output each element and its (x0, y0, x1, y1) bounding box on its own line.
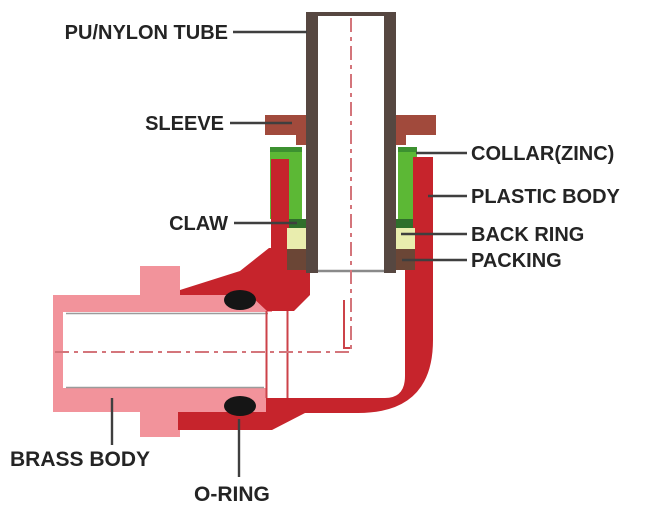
o-ring-bottom (224, 396, 256, 416)
inner-stack (287, 219, 415, 270)
brass-hex-step-bottom (140, 411, 180, 437)
plastic-body-elbow (178, 157, 433, 430)
claw-right (396, 219, 413, 228)
brass-top-wall (53, 295, 272, 312)
leader-lines (110, 30, 467, 477)
packing-left (287, 249, 307, 270)
label-sleeve: SLEEVE (145, 113, 224, 135)
back-ring-right (395, 228, 415, 249)
collar-right (398, 147, 417, 219)
hidden-edge-line-3 (343, 300, 351, 349)
sleeve-right (396, 115, 436, 145)
o-rings (224, 290, 256, 416)
brass-end-cap (53, 295, 63, 412)
collar-right-edge (398, 147, 417, 152)
label-o-ring: O-RING (194, 483, 270, 506)
centerlines (55, 18, 352, 353)
collar-left-edge (270, 147, 302, 152)
back-ring-left (287, 228, 307, 249)
label-brass-body: BRASS BODY (10, 448, 150, 471)
plastic-body-left-bar (271, 159, 289, 254)
tube-wall-right (384, 12, 396, 273)
brass-hex-step-top (140, 266, 180, 296)
label-packing: PACKING (471, 250, 562, 272)
tube-top-edge (306, 12, 396, 16)
tube-wall-left (306, 12, 318, 273)
sleeve-left (265, 115, 306, 145)
label-collar: COLLAR(ZINC) (471, 143, 614, 165)
label-tube: PU/NYLON TUBE (65, 22, 228, 44)
o-ring-top (224, 290, 256, 310)
claw-left (289, 219, 306, 228)
label-claw: CLAW (169, 213, 228, 235)
labels: PU/NYLON TUBE SLEEVE CLAW COLLAR(ZINC) P… (10, 22, 621, 506)
label-plastic-body: PLASTIC BODY (471, 186, 621, 208)
elbow-flare-left (180, 248, 310, 311)
label-back-ring: BACK RING (471, 224, 584, 246)
